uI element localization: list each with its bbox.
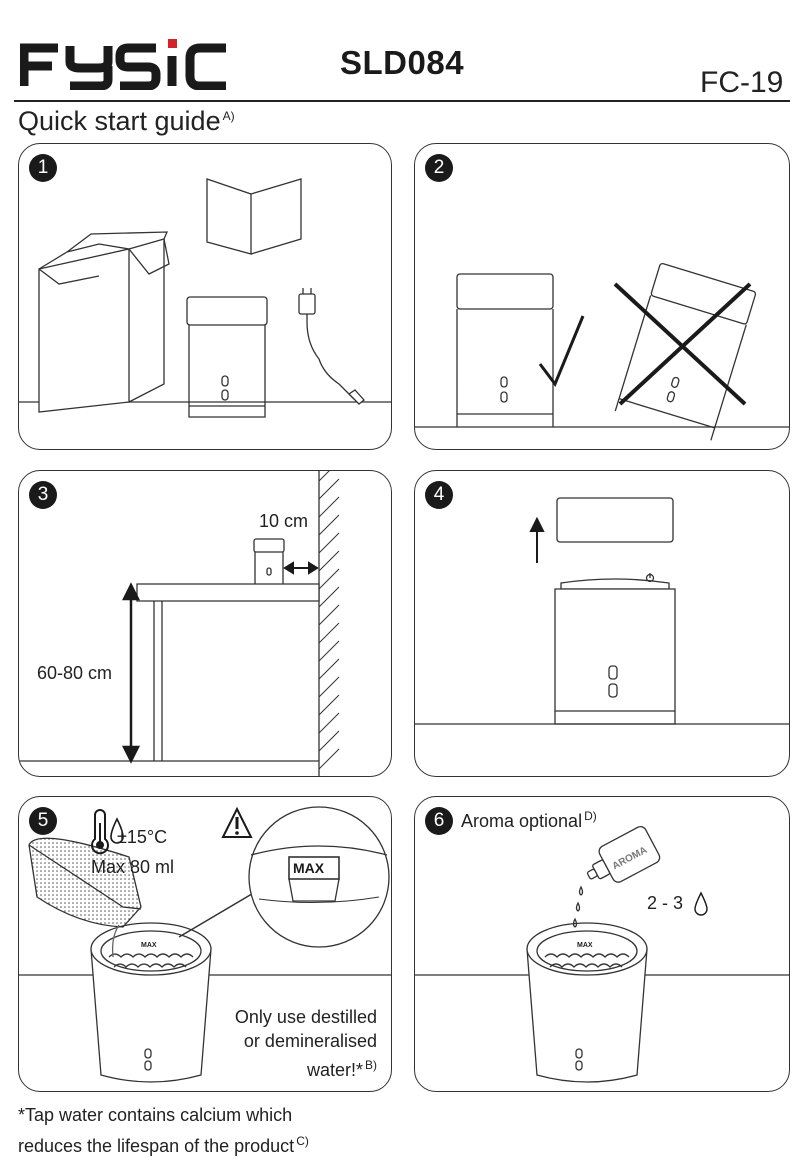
height-label: 60-80 cm bbox=[37, 663, 113, 683]
water-drop-icon bbox=[110, 817, 124, 844]
water-filling-illustration bbox=[19, 806, 391, 1083]
model-number: SLD084 bbox=[340, 44, 465, 81]
step-3-panel: 3 10 cm 60-80 cm bbox=[18, 470, 392, 777]
lid-removal-illustration bbox=[415, 497, 789, 725]
arrow-up-icon bbox=[529, 516, 545, 563]
double-arrow-icon bbox=[283, 561, 319, 575]
water-drop-icon bbox=[694, 891, 708, 916]
max-marker: MAX bbox=[141, 942, 157, 949]
temperature-label: ±15°C bbox=[117, 827, 168, 847]
placement-illustration bbox=[415, 262, 789, 441]
warning-icon bbox=[221, 806, 253, 838]
distance-label: 10 cm bbox=[259, 511, 309, 531]
tap-water-footnote: *Tap water contains calcium which reduce… bbox=[18, 1105, 309, 1156]
step-number: 5 bbox=[29, 807, 57, 835]
drops-label: 2 - 3 bbox=[647, 893, 684, 913]
water-warning: Only use destilled or demineralised wate… bbox=[234, 1007, 377, 1080]
volume-label: Max 80 ml bbox=[91, 857, 175, 877]
clearance-illustration bbox=[19, 471, 340, 776]
step-number: 4 bbox=[425, 481, 453, 509]
title-note: A) bbox=[222, 109, 235, 123]
step-1-panel: 1 bbox=[18, 143, 392, 450]
check-mark-icon bbox=[538, 315, 585, 388]
max-marker: MAX bbox=[577, 942, 593, 949]
header-divider bbox=[14, 100, 790, 102]
thermometer-icon bbox=[91, 809, 109, 855]
max-marker-zoomed: MAX bbox=[293, 860, 325, 876]
unboxing-illustration bbox=[19, 178, 391, 418]
step-number: 6 bbox=[425, 807, 453, 835]
cross-mark-icon bbox=[613, 282, 752, 406]
brand-logo bbox=[20, 39, 226, 90]
step-4-panel: 4 bbox=[414, 470, 790, 777]
step-5-panel: 5 bbox=[18, 796, 392, 1092]
step-number: 1 bbox=[29, 154, 57, 182]
step-number: 2 bbox=[425, 154, 453, 182]
step-2-panel: 2 bbox=[414, 143, 790, 450]
aroma-illustration bbox=[415, 826, 789, 1083]
revision-code: FC-19 bbox=[700, 66, 784, 99]
step-number: 3 bbox=[29, 481, 57, 509]
